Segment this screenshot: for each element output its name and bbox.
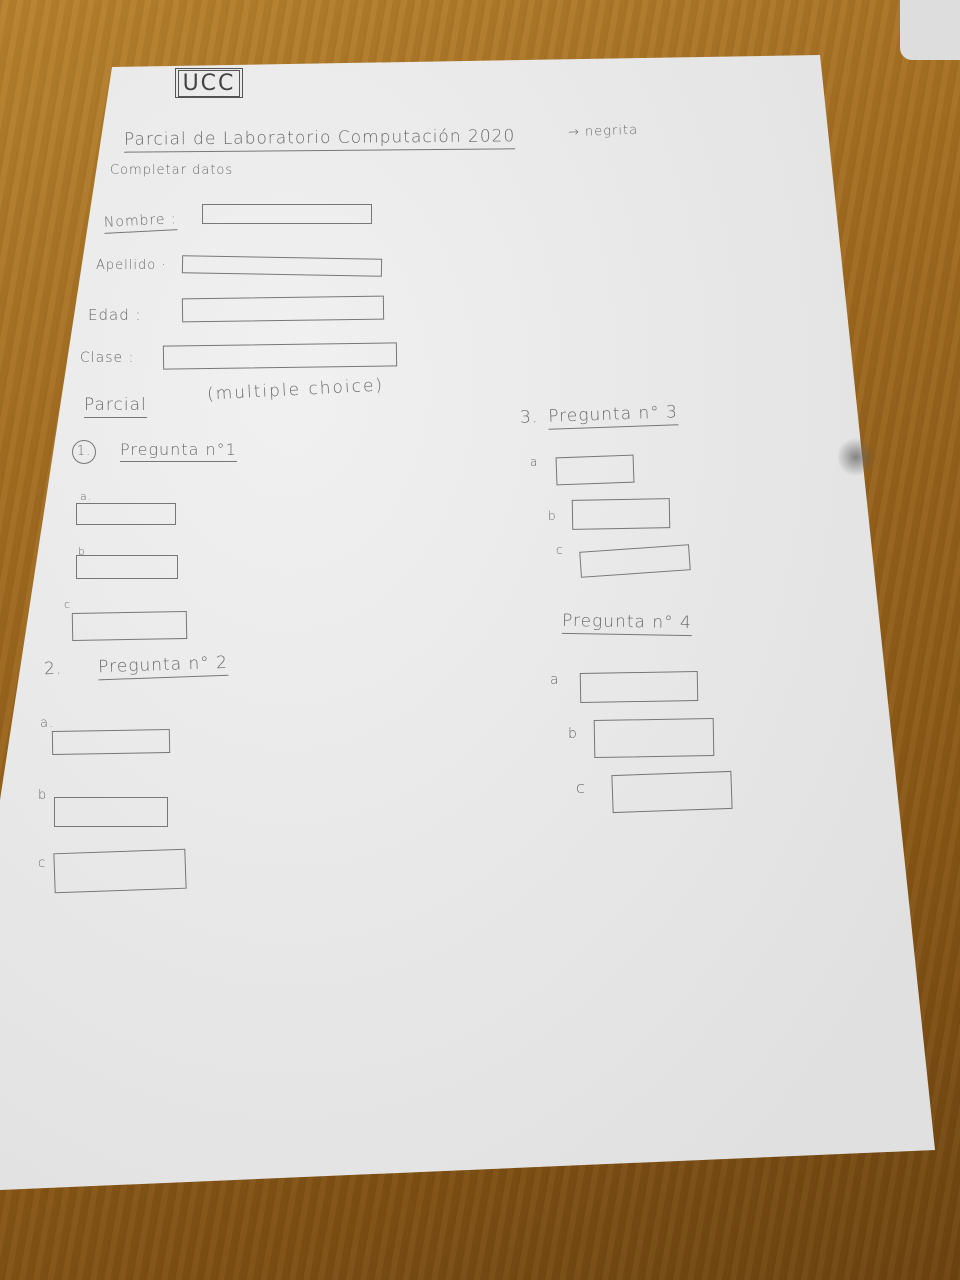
question-3-number: 3. <box>519 407 539 428</box>
field-label-nombre: Nombre : <box>103 211 178 234</box>
subtitle: Completar datos <box>110 163 234 178</box>
q1-option-b-label: b <box>78 545 86 558</box>
question-4-title: Pregunta n° 4 <box>561 610 692 637</box>
ink-smudge <box>838 436 874 478</box>
q4-option-b-box[interactable] <box>593 717 715 759</box>
nombre-field[interactable] <box>202 204 372 224</box>
q4-option-c-box[interactable] <box>611 770 733 814</box>
question-2-title: Pregunta n° 2 <box>97 652 229 681</box>
q3-option-a-box[interactable] <box>555 454 635 486</box>
q2-option-a-box[interactable] <box>51 728 171 756</box>
q2-option-b-label: b <box>38 788 48 803</box>
q3-option-c-label: c <box>556 543 564 557</box>
q3-option-a-label: a <box>530 455 539 469</box>
notebook-corner <box>900 0 960 60</box>
section-label: Parcial <box>84 395 147 418</box>
q2-option-c-label: c <box>38 856 47 871</box>
q1-option-c-label: c <box>64 598 72 611</box>
field-label-clase: Clase : <box>80 350 135 366</box>
question-1-heading: 1. Pregunta n°1 <box>72 440 237 464</box>
q1-option-a-label: a. <box>80 490 93 503</box>
q2-option-c-box[interactable] <box>53 848 187 894</box>
question-1-title: Pregunta n°1 <box>120 440 237 462</box>
page-title: Parcial de Laboratorio Computación 2020 <box>123 126 516 153</box>
apellido-field[interactable] <box>181 255 383 277</box>
q1-option-a-box[interactable] <box>76 503 176 525</box>
q3-option-b-label: b <box>548 509 557 523</box>
ucc-logo: UCC <box>175 68 243 98</box>
q1-option-c-box[interactable] <box>71 610 188 642</box>
logo-text: UCC <box>177 69 241 97</box>
field-label-edad: Edad : <box>88 306 142 324</box>
q4-option-a-box[interactable] <box>579 670 699 704</box>
q4-option-a-label: a <box>550 672 560 688</box>
q1-option-b-box[interactable] <box>76 555 178 579</box>
q3-option-b-box[interactable] <box>571 498 671 530</box>
q2-option-b-box[interactable] <box>54 797 168 827</box>
q4-option-b-label: b <box>568 726 578 742</box>
edad-field[interactable] <box>181 295 385 323</box>
question-1-number: 1. <box>72 440 96 464</box>
title-note: → negrita <box>567 122 639 141</box>
q4-option-c-label: c <box>576 778 586 797</box>
q2-option-a-label: a. <box>40 716 55 731</box>
question-2-number: 2. <box>43 658 63 680</box>
clase-field[interactable] <box>162 342 398 370</box>
question-3-heading: 3. Pregunta n° 3 <box>519 402 679 430</box>
question-3-title: Pregunta n° 3 <box>547 402 679 430</box>
field-label-apellido: Apellido · <box>96 258 167 273</box>
